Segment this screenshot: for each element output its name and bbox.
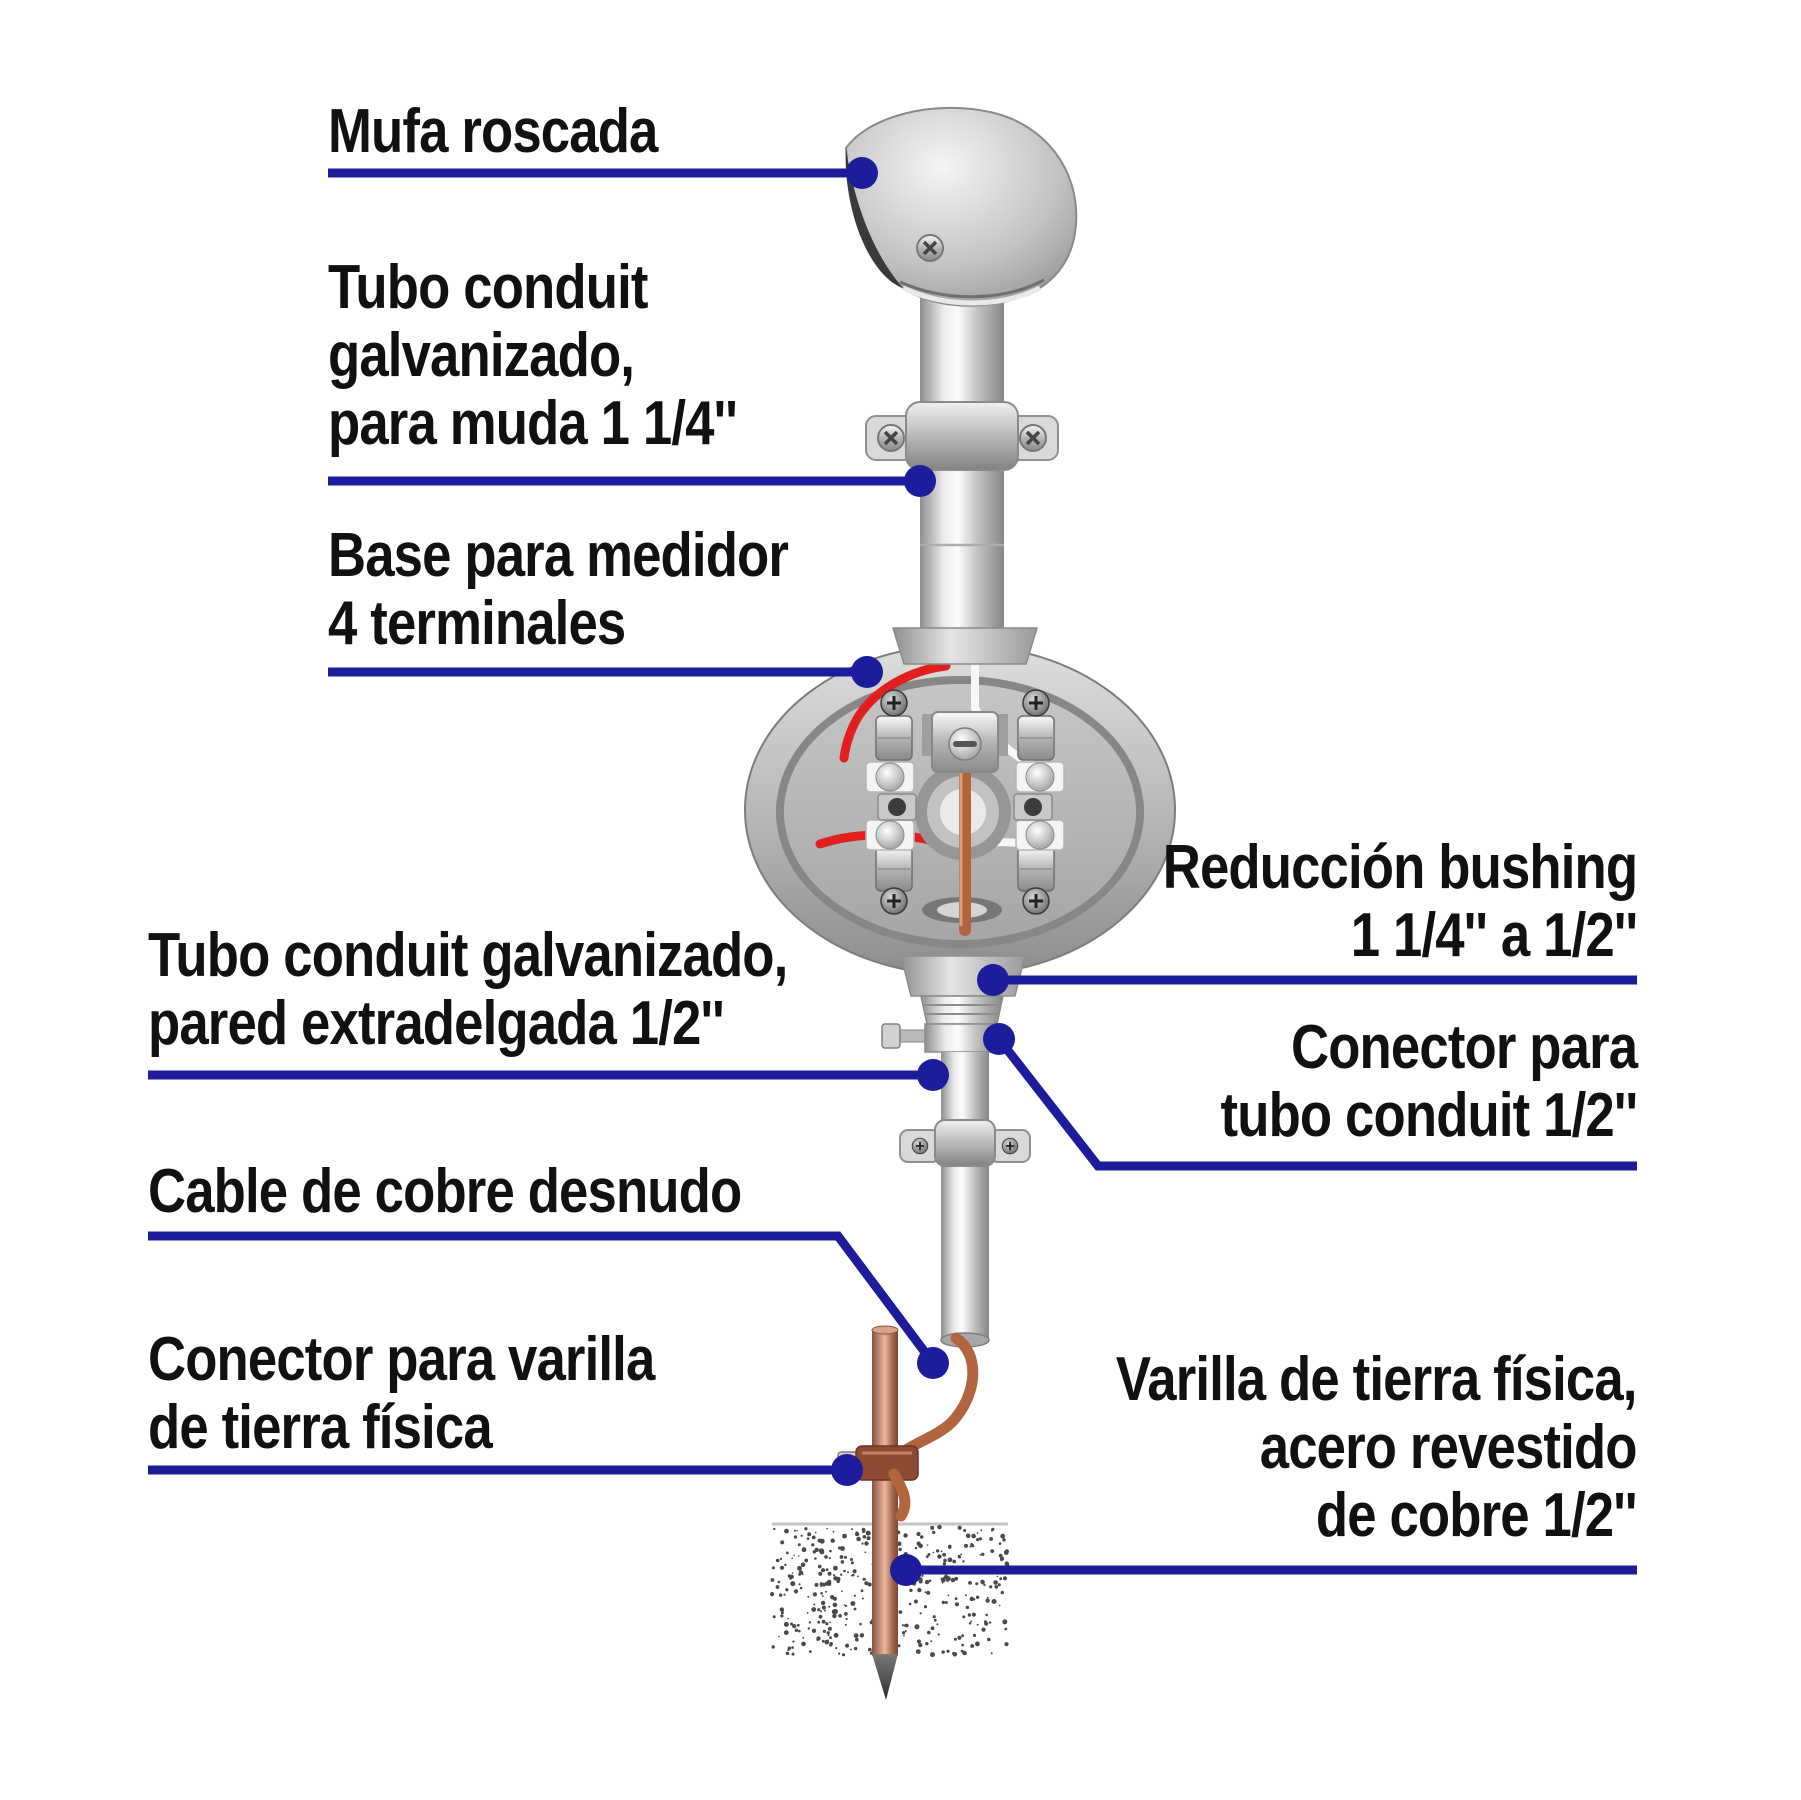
label-conector-tubo: Conector para tubo conduit 1/2'' <box>1220 1013 1638 1150</box>
label-line: Tubo conduit galvanizado, <box>148 921 788 990</box>
label-cable-cobre: Cable de cobre desnudo <box>148 1157 742 1226</box>
leader-varilla-tierra <box>890 1554 1637 1586</box>
terminal-lug <box>877 793 917 821</box>
terminal-jaw <box>875 846 913 892</box>
label-line: para muda 1 1/4'' <box>328 389 738 458</box>
copper-cable-tail <box>888 1468 911 1522</box>
label-line: Conector para <box>1290 1013 1638 1082</box>
label-line: pared extradelgada 1/2'' <box>148 989 725 1058</box>
label-varilla-tierra: Varilla de tierra física, acero revestid… <box>1116 1345 1638 1550</box>
leader-conector-tubo <box>983 1023 1637 1171</box>
leader-reduccion-bushing <box>977 964 1637 996</box>
leader-cable-cobre <box>148 1231 949 1379</box>
label-line: 4 terminales <box>328 589 626 658</box>
label-tubo-conduit-1-1-4: Tubo conduit galvanizado, para muda 1 1/… <box>328 253 738 458</box>
terminal-jaw <box>1017 715 1055 761</box>
jaw-screw-icon <box>879 886 909 916</box>
strap-screw-icon <box>1001 1137 1019 1155</box>
label-line: galvanizado, <box>328 321 635 390</box>
label-tubo-conduit-1-2: Tubo conduit galvanizado, pared extradel… <box>148 921 788 1058</box>
label-conector-varilla: Conector para varilla de tierra física <box>148 1325 655 1462</box>
label-line: tubo conduit 1/2'' <box>1220 1081 1638 1150</box>
leader-tubo-conduit-1-1-4 <box>328 465 936 497</box>
label-line: acero revestido <box>1260 1413 1638 1482</box>
jaw-screw-icon <box>879 688 909 718</box>
label-line: Reducción bushing <box>1162 833 1638 902</box>
strap-screw-icon <box>1018 423 1048 453</box>
label-line: Cable de cobre desnudo <box>148 1157 742 1226</box>
label-reduccion-bushing: Reducción bushing 1 1/4'' a 1/2'' <box>1162 833 1638 970</box>
label-line: Varilla de tierra física, <box>1116 1345 1638 1414</box>
label-line: Conector para varilla <box>148 1325 655 1394</box>
jaw-screw-icon <box>1021 688 1051 718</box>
leader-tubo-conduit-1-2 <box>148 1059 949 1091</box>
ground-rod <box>871 1325 899 1700</box>
label-line: 1 1/4'' a 1/2'' <box>1350 901 1638 970</box>
label-mufa-roscada: Mufa roscada <box>328 98 658 166</box>
terminal-jaw <box>1017 846 1055 892</box>
leader-mufa <box>328 157 878 189</box>
terminal-lug <box>1013 793 1053 821</box>
weatherhead-illustration <box>844 106 1078 307</box>
conduit-connector <box>881 1023 1000 1053</box>
label-line: de cobre 1/2'' <box>1316 1481 1638 1550</box>
conduit-pipe-lower <box>940 1052 990 1348</box>
pipe-strap-upper <box>865 401 1059 471</box>
neutral-bracket <box>922 711 1008 773</box>
weatherhead-screw-icon <box>915 233 945 263</box>
soil-stipple <box>770 1524 1010 1658</box>
meter-hub <box>891 627 1039 665</box>
pipe-strap-lower <box>899 1119 1031 1167</box>
label-line: Base para medidor <box>328 521 789 590</box>
leader-conector-varilla <box>148 1454 863 1486</box>
meter-base <box>744 644 1176 976</box>
label-line: Tubo conduit <box>328 253 648 322</box>
label-base-medidor: Base para medidor 4 terminales <box>328 521 789 658</box>
label-line: de tierra física <box>148 1393 493 1462</box>
label-line: Mufa roscada <box>328 97 658 166</box>
leader-base-medidor <box>328 656 883 688</box>
strap-screw-icon <box>911 1137 929 1155</box>
strap-screw-icon <box>876 423 906 453</box>
terminal-jaw <box>875 715 913 761</box>
jaw-screw-icon <box>1021 886 1051 916</box>
reduction-bushing <box>900 955 1026 1025</box>
